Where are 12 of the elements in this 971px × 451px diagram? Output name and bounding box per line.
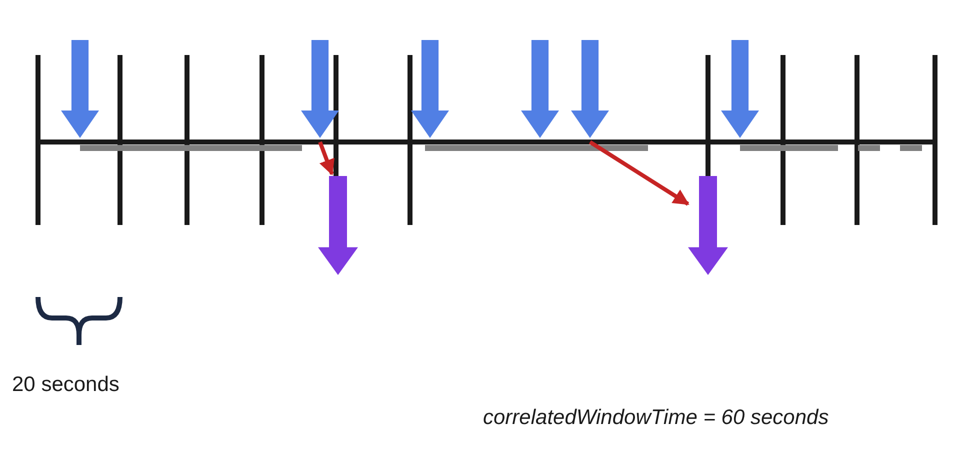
output-arrow	[318, 176, 358, 275]
window-time-note: correlatedWindowTime = 60 seconds	[483, 406, 829, 430]
event-arrow	[411, 40, 449, 138]
event-arrow	[521, 40, 559, 138]
duration-label: 20 seconds	[12, 373, 120, 397]
arrow	[318, 141, 334, 176]
output-arrow	[688, 176, 728, 275]
event-arrow	[571, 40, 609, 138]
event-arrow	[301, 40, 339, 138]
arrow	[588, 140, 690, 206]
event-arrow	[61, 40, 99, 138]
event-arrow	[721, 40, 759, 138]
